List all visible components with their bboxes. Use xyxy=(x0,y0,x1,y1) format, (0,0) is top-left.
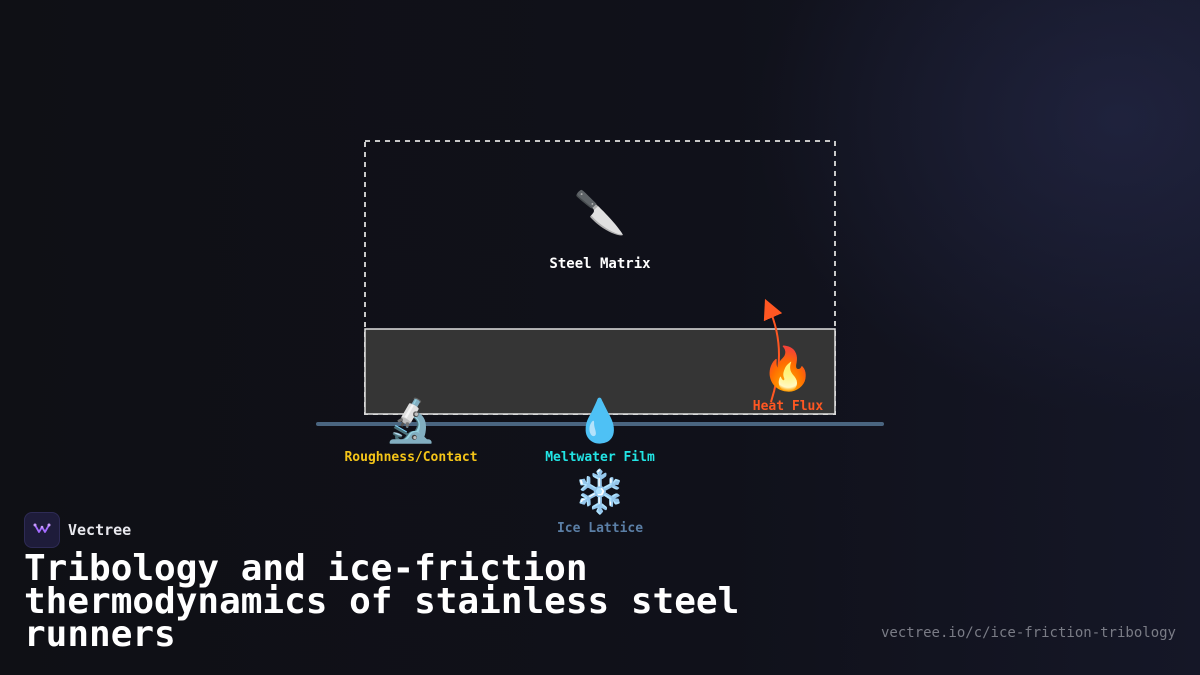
page-title: Tribology and ice-friction thermodynamic… xyxy=(24,548,740,655)
vectree-logo-icon xyxy=(24,512,60,548)
heat-flux-arrow xyxy=(763,298,783,403)
heat-flux-label: Heat Flux xyxy=(752,399,824,414)
droplet-icon: 💧 xyxy=(573,396,627,445)
kitchen-knife-icon: 🔪 xyxy=(573,188,627,237)
runner-body xyxy=(364,328,836,415)
brand: Vectree xyxy=(24,512,131,548)
brand-name: Vectree xyxy=(68,521,132,539)
steel-matrix-boundary xyxy=(364,140,836,415)
steel-matrix-label: Steel Matrix xyxy=(549,256,651,272)
meltwater-film-label: Meltwater Film xyxy=(545,450,655,465)
snowflake-icon: ❄️ xyxy=(573,467,627,516)
microscope-icon: 🔬 xyxy=(384,396,438,445)
roughness-contact-label: Roughness/Contact xyxy=(344,450,478,465)
source-url[interactable]: vectree.io/c/ice-friction-tribology xyxy=(880,625,1176,641)
fire-icon: 🔥 xyxy=(761,344,815,393)
ice-lattice-label: Ice Lattice xyxy=(556,521,644,536)
